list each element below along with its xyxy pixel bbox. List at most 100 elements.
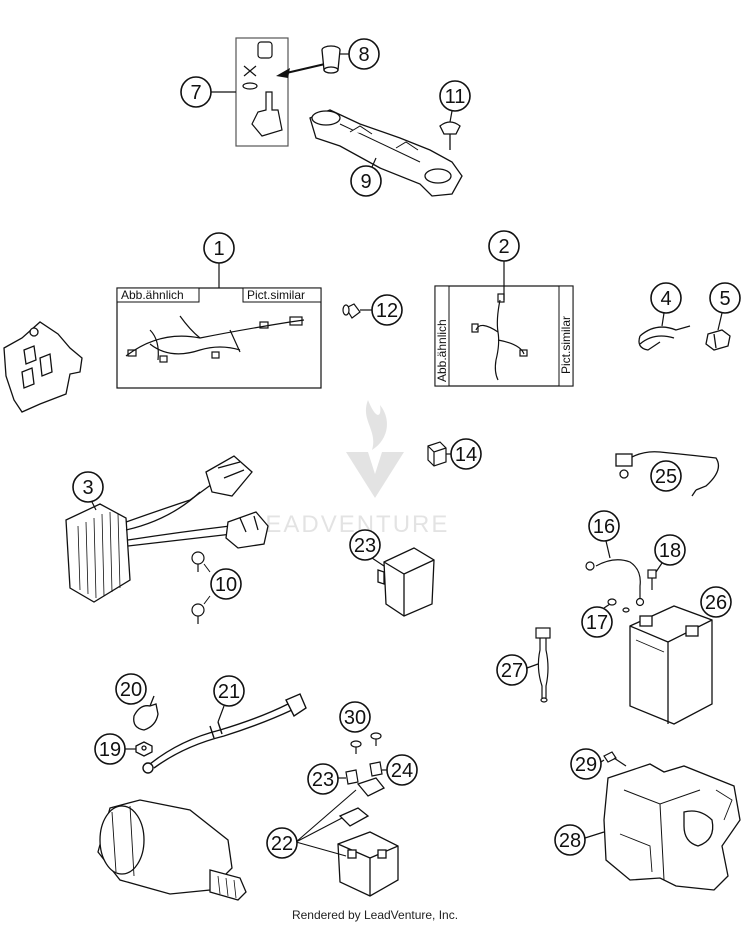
label-17: 17 <box>586 612 608 634</box>
part-10-drawing <box>191 551 205 624</box>
callout-23a: 23 <box>307 763 346 795</box>
mounting-plate-drawing <box>3 321 83 413</box>
label-2: 2 <box>498 236 509 258</box>
part-14-drawing <box>427 441 447 467</box>
callout-17: 17 <box>581 603 613 638</box>
leader-10-a <box>203 563 211 573</box>
part-27-drawing <box>535 627 551 703</box>
callout-10: 10 <box>210 568 242 600</box>
callout-24: 23 <box>349 529 385 567</box>
callout-29: 29 <box>570 748 605 780</box>
label-12: 12 <box>376 300 398 322</box>
watermark-text: LEADVENTURE <box>250 511 449 538</box>
callout-11: 11 <box>439 80 471 123</box>
tag-abb-1: Abb.ähnlich <box>121 288 184 302</box>
arrow-7 <box>276 63 326 78</box>
label-8: 8 <box>358 44 369 66</box>
harness-1-drawing <box>125 315 305 363</box>
label-10: 10 <box>215 574 237 596</box>
callout-23b: 24 <box>382 754 418 786</box>
callout-4: 4 <box>650 282 682 327</box>
callout-8: 8 <box>340 38 380 70</box>
label-16: 16 <box>593 516 615 538</box>
part-20-drawing <box>133 695 159 731</box>
callout-28: 28 <box>554 824 605 856</box>
part-29-drawing <box>603 751 627 767</box>
label-4: 4 <box>660 288 671 310</box>
label-20: 20 <box>120 679 142 701</box>
part-23-drawing <box>345 761 383 785</box>
detail-box-7 <box>235 37 289 147</box>
label-1: 1 <box>213 238 224 260</box>
tag-pict-2: Pict.similar <box>559 316 573 374</box>
part-26-drawing <box>629 605 713 725</box>
tag-abb-2: Abb.ähnlich <box>435 319 449 382</box>
part-5-drawing <box>705 329 731 351</box>
callout-22: 22 <box>266 827 298 859</box>
callout-14: 14 <box>446 438 482 470</box>
callout-1: 1 <box>203 232 235 264</box>
label-19: 19 <box>99 739 121 761</box>
callout-20: 20 <box>115 673 147 705</box>
label-30: 30 <box>344 707 366 729</box>
label-9: 9 <box>360 171 371 193</box>
callout-25: 25 <box>650 460 682 492</box>
label-18: 18 <box>659 540 681 562</box>
label-3: 3 <box>82 477 93 499</box>
part-21-drawing <box>142 693 307 774</box>
footer-credit: Rendered by LeadVenture, Inc. <box>291 908 459 922</box>
leader-10-b <box>203 595 211 605</box>
label-11: 11 <box>445 86 466 108</box>
part-9-drawing <box>309 109 463 197</box>
part-11-drawing <box>439 121 461 150</box>
callout-7: 7 <box>180 76 236 108</box>
detail-box-2: Abb.ähnlich Pict.similar <box>434 285 574 387</box>
leader-22 <box>295 789 357 857</box>
label-25: 25 <box>655 466 677 488</box>
part-28-drawing <box>603 763 741 891</box>
part-12-drawing <box>342 303 361 319</box>
part-30-drawing <box>350 732 382 754</box>
part-16-drawing <box>585 559 645 607</box>
part-3-drawing <box>65 455 269 603</box>
part-19-drawing <box>135 741 153 757</box>
detail-box-1: Abb.ähnlich Pict.similar <box>116 287 322 389</box>
label-14: 14 <box>455 444 477 466</box>
callout-30: 30 <box>339 701 371 733</box>
part-18-drawing <box>647 569 657 590</box>
label-28: 28 <box>559 830 581 852</box>
harness-2-drawing <box>471 293 528 381</box>
callout-12: 12 <box>360 294 403 326</box>
part-17-drawing <box>607 598 630 613</box>
callout-18: 18 <box>654 534 686 573</box>
callout-5: 5 <box>709 282 741 331</box>
callout-2: 2 <box>488 230 520 262</box>
label-21: 21 <box>218 681 240 703</box>
label-23a: 23 <box>312 769 334 791</box>
label-27: 27 <box>501 660 523 682</box>
callout-16: 16 <box>588 510 620 559</box>
part-25-drawing <box>615 451 720 497</box>
part-22-drawing <box>337 777 399 897</box>
label-7: 7 <box>190 82 201 104</box>
callout-19: 19 <box>94 733 136 765</box>
part-4-drawing <box>638 325 691 351</box>
tag-pict-1: Pict.similar <box>247 288 305 302</box>
watermark-logo: LEADVENTURE <box>250 400 449 538</box>
callout-26: 26 <box>700 586 732 618</box>
label-23b: 24 <box>391 760 413 782</box>
label-26: 26 <box>705 592 727 614</box>
part-8-drawing <box>321 45 341 74</box>
callout-21: 21 <box>213 675 245 723</box>
starter-motor-drawing <box>97 799 247 901</box>
label-29: 29 <box>575 754 597 776</box>
label-5: 5 <box>719 288 730 310</box>
callout-3: 3 <box>72 471 104 511</box>
part-24-drawing <box>377 547 435 617</box>
callout-9: 9 <box>350 157 382 197</box>
callout-27: 27 <box>496 654 539 686</box>
label-24: 23 <box>354 535 376 557</box>
label-22: 22 <box>271 833 293 855</box>
